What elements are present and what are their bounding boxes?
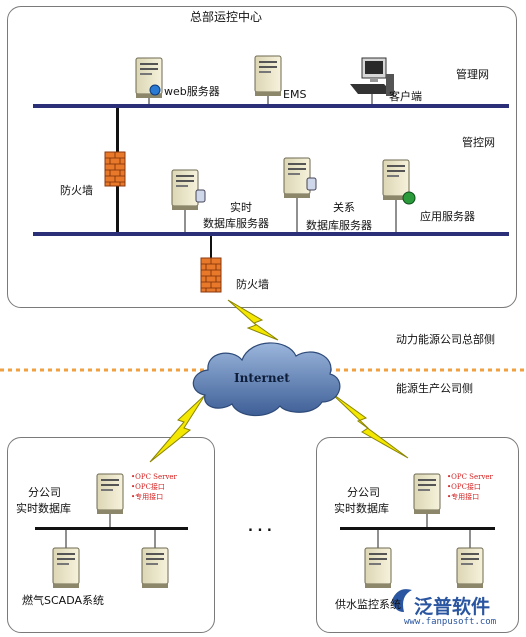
branch-left-box bbox=[7, 437, 215, 633]
scada-server-icon bbox=[141, 547, 169, 589]
branch-left-title-1: 分公司 bbox=[28, 486, 61, 499]
firewall-outer-icon bbox=[200, 257, 222, 293]
production-side-label: 能源生产公司侧 bbox=[396, 382, 473, 395]
ems-server-icon bbox=[254, 55, 282, 97]
branch-right-opc-interface: •OPC接口 bbox=[447, 483, 481, 491]
relational-db-server-icon bbox=[283, 157, 311, 199]
branch-right-opc-server: •OPC Server bbox=[447, 473, 493, 481]
internet-label: Internet bbox=[234, 371, 290, 385]
internet-cloud-icon bbox=[192, 342, 341, 417]
branch-right-dedicated-interface: •专用接口 bbox=[447, 493, 480, 501]
branch-left-rt-db-server-icon bbox=[96, 473, 124, 515]
branch-left-opc-server: •OPC Server bbox=[131, 473, 177, 481]
branch-left-title-2: 实时数据库 bbox=[16, 502, 71, 515]
realtime-db-label-1: 实时 bbox=[230, 201, 252, 214]
hq-title: 总部运控中心 bbox=[190, 10, 263, 24]
client-label: 客户端 bbox=[389, 90, 422, 103]
outer-firewall-link bbox=[210, 236, 212, 260]
firewall-outer-label: 防火墙 bbox=[236, 278, 269, 291]
lightning-bolt-left bbox=[149, 394, 206, 463]
database-icon bbox=[306, 177, 317, 191]
lightning-bolt-top bbox=[227, 299, 279, 341]
control-network-line bbox=[33, 232, 509, 236]
web-server-label: web服务器 bbox=[164, 85, 220, 98]
globe-icon bbox=[149, 84, 161, 96]
water-monitor-server-icon bbox=[456, 547, 484, 589]
branch-left-network-line bbox=[35, 527, 188, 530]
branch-right-rt-db-server-icon bbox=[413, 473, 441, 515]
control-network-label: 管控网 bbox=[462, 136, 495, 149]
hq-side-label: 动力能源公司总部侧 bbox=[396, 333, 495, 346]
application-server-label: 应用服务器 bbox=[420, 210, 475, 223]
branch-left-opc-interface: •OPC接口 bbox=[131, 483, 165, 491]
scada-server-icon bbox=[52, 547, 80, 589]
management-network-label: 管理网 bbox=[456, 68, 489, 81]
branch-right-title-1: 分公司 bbox=[347, 486, 380, 499]
realtime-db-server-icon bbox=[171, 169, 199, 211]
ems-label: EMS bbox=[283, 88, 307, 101]
water-monitor-server-icon bbox=[364, 547, 392, 589]
firewall-inner-icon bbox=[104, 151, 126, 187]
ellipsis-label: . . . bbox=[248, 520, 272, 535]
branch-right-title-2: 实时数据库 bbox=[334, 502, 389, 515]
lightning-bolt-right bbox=[329, 391, 409, 459]
watermark-brand: 泛普软件 bbox=[414, 596, 491, 618]
database-icon bbox=[195, 189, 206, 203]
water-monitoring-system-label: 供水监控系统 bbox=[335, 598, 401, 611]
client-workstation-icon bbox=[350, 57, 394, 96]
relational-db-label-2: 数据库服务器 bbox=[306, 219, 372, 232]
branch-left-dedicated-interface: •专用接口 bbox=[131, 493, 164, 501]
management-network-line bbox=[33, 104, 509, 108]
firewall-inner-label: 防火墙 bbox=[60, 184, 93, 197]
watermark-url: www.fanpusoft.com bbox=[404, 617, 497, 627]
globe-icon bbox=[402, 191, 416, 205]
realtime-db-label-2: 数据库服务器 bbox=[203, 217, 269, 230]
relational-db-label-1: 关系 bbox=[333, 201, 355, 214]
branch-right-box bbox=[316, 437, 519, 633]
branch-right-network-line bbox=[340, 527, 495, 530]
fanpu-logo-icon bbox=[392, 589, 412, 612]
gas-scada-system-label: 燃气SCADA系统 bbox=[22, 594, 104, 607]
